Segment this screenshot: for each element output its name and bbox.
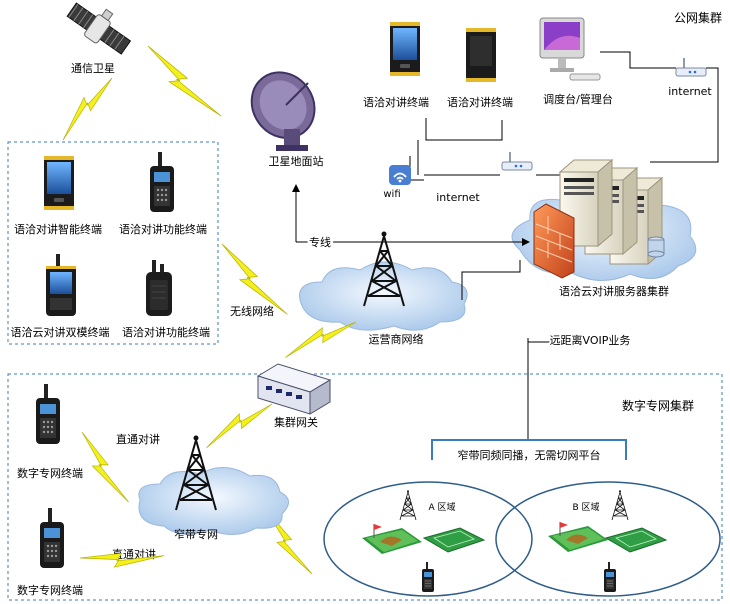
voip-label: 远距离VOIP业务 <box>550 333 631 347</box>
database-icon <box>647 236 665 258</box>
simulcast-label: 窄带同频同播，无需切网平台 <box>458 448 601 462</box>
narrowband-label: 窄带专网 <box>174 527 218 541</box>
field-icon <box>604 527 668 553</box>
field-icon <box>422 527 486 553</box>
handheld-icon <box>604 562 616 592</box>
function-terminal-icon <box>145 259 173 317</box>
wireless-link-icon <box>133 45 236 117</box>
internet-top-label: internet <box>668 85 712 98</box>
digital-cluster-label: 数字专网集群 <box>622 398 694 413</box>
computer-icon <box>539 17 601 81</box>
internet-mid-label: internet <box>436 191 480 204</box>
digital-cluster-box <box>7 373 723 601</box>
dedicated-line-label: 专线 <box>309 235 331 249</box>
wireless-link-icon <box>206 243 304 315</box>
operator-network-label: 运营商网络 <box>369 332 424 346</box>
handheld-icon <box>422 562 434 592</box>
satellite-label: 通信卫星 <box>71 62 115 75</box>
function-terminal-1-label: 语洽对讲功能终端 <box>119 222 207 236</box>
intercom-terminal-icon <box>466 28 496 82</box>
server-cluster-label: 语洽云对讲服务器集群 <box>559 284 669 298</box>
digital-terminal-icon <box>36 384 60 444</box>
zone-b-ellipse <box>495 481 721 597</box>
network-lines <box>409 51 719 181</box>
zone-tower-icon <box>399 489 417 521</box>
router-icon <box>501 151 533 171</box>
smart-terminal-label: 语洽对讲智能终端 <box>14 222 102 236</box>
firewall-icon <box>533 203 575 279</box>
wireless-link-icon <box>62 71 113 147</box>
digital-terminal-1-label: 数字专网终端 <box>17 466 83 480</box>
zone-a-label: A 区域 <box>428 501 455 513</box>
direct-talk-1-label: 直通对讲 <box>116 432 160 446</box>
satellite-icon <box>66 2 132 55</box>
terrain-icon <box>362 524 422 554</box>
function-terminal-2-label: 语洽对讲功能终端 <box>122 325 210 339</box>
zone-a-ellipse <box>323 481 533 597</box>
server-link-line <box>461 260 521 300</box>
digital-terminal-2-label: 数字专网终端 <box>17 583 83 597</box>
terminal-a-label: 语洽对讲终端 <box>363 95 429 109</box>
wifi-label: wifi <box>383 189 400 200</box>
zone-tower-icon <box>611 489 629 521</box>
router-icon <box>675 57 707 77</box>
terminal-group-box <box>7 141 219 345</box>
digital-terminal-icon <box>40 508 64 568</box>
dual-mode-terminal-icon <box>46 254 76 316</box>
gateway-icon <box>256 363 332 415</box>
dual-terminal-label: 语洽云对讲双模终端 <box>11 325 110 339</box>
terminal-b-label: 语洽对讲终端 <box>447 95 513 109</box>
ground-station-label: 卫星地面站 <box>269 154 324 168</box>
gateway-label: 集群网关 <box>274 415 318 429</box>
simulcast-bracket <box>431 439 627 460</box>
public-cluster-label: 公网集群 <box>674 10 722 25</box>
function-terminal-icon <box>150 152 174 212</box>
wifi-icon <box>389 165 411 185</box>
smart-terminal-icon <box>44 156 74 210</box>
zone-b-label: B 区域 <box>572 501 599 513</box>
wireless-network-label: 无线网络 <box>230 304 274 318</box>
satellite-dish-icon <box>250 71 316 151</box>
console-label: 调度台/管理台 <box>543 92 613 106</box>
dedicated-line-arrows <box>292 184 530 246</box>
terrain-icon <box>548 522 608 552</box>
intercom-terminal-icon <box>390 22 420 76</box>
